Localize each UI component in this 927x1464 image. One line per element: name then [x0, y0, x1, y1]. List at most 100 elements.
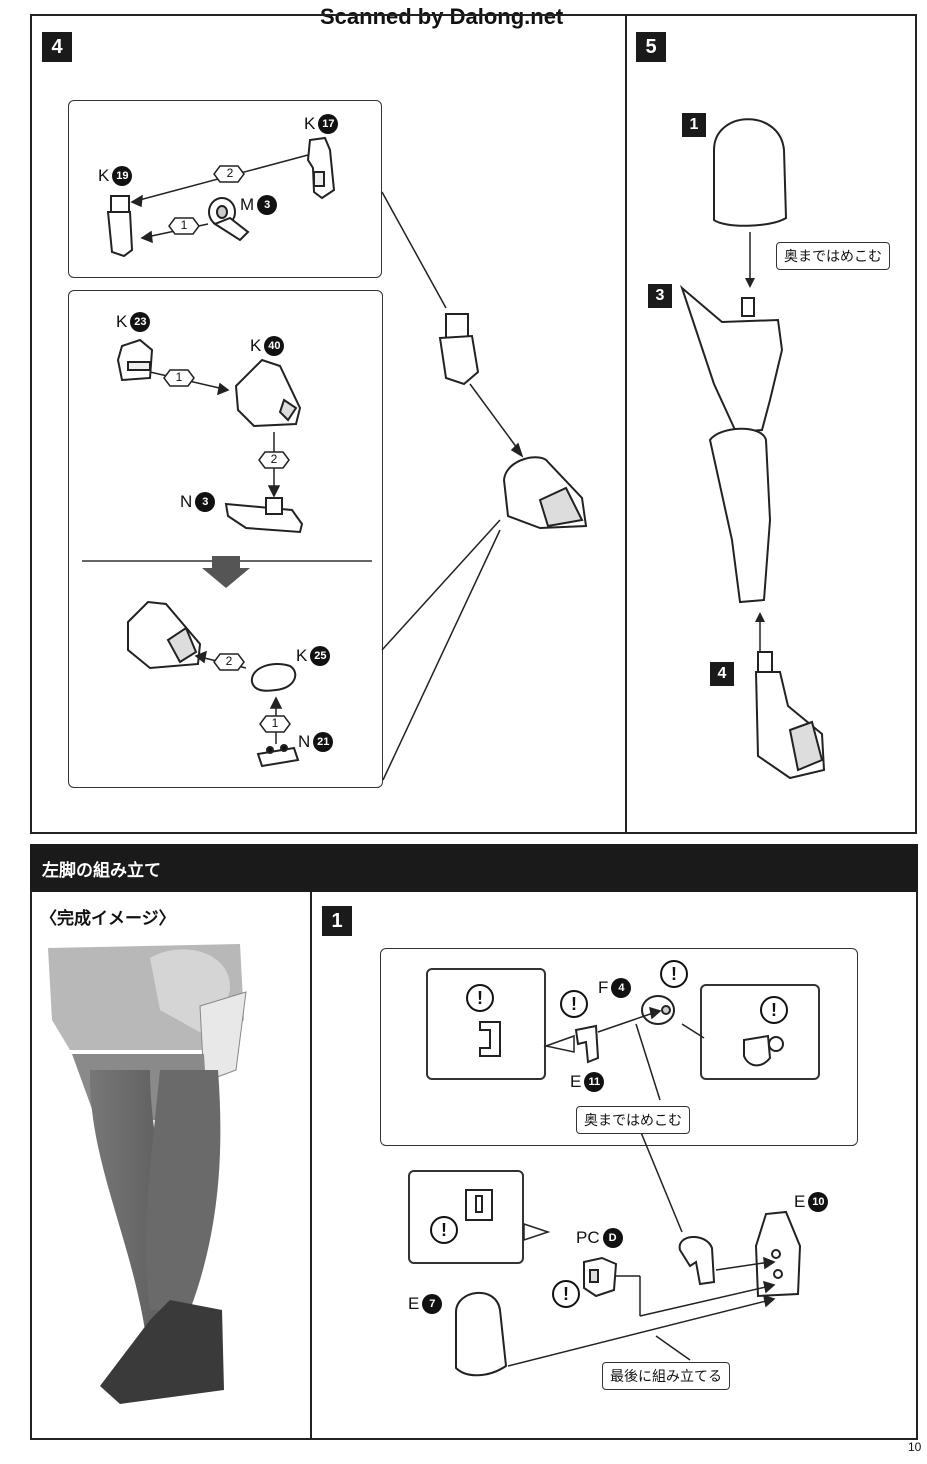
label-pcd: PC D [576, 1228, 623, 1248]
part-letter: E [570, 1072, 582, 1091]
label-e10: E 10 [794, 1192, 829, 1212]
order-marker-2-top [213, 165, 245, 183]
part-letter: E [408, 1294, 420, 1313]
part-e11-drawing [574, 1024, 600, 1064]
caution-slot-icon: ! [466, 984, 494, 1012]
part-number: 17 [318, 114, 339, 134]
left-leg-divider [310, 892, 312, 1438]
step4-badge: 4 [42, 32, 72, 62]
part-n21-drawing [256, 744, 300, 768]
label-k17: K 17 [304, 114, 339, 134]
left-leg-section-title: 左脚の組み立て [30, 844, 918, 892]
part-letter: N [298, 732, 311, 751]
part-number: 10 [808, 1192, 829, 1212]
part-m3-drawing [208, 197, 250, 242]
label-k25: K 25 [296, 646, 331, 666]
left-leg-step1-badge: 1 [322, 906, 352, 936]
pc-slot-drawing [465, 1189, 493, 1221]
order-marker-1-top [168, 217, 200, 235]
part-letter: M [240, 195, 255, 214]
order-marker-1-bottom [163, 369, 195, 387]
part-number: 4 [611, 978, 632, 998]
step5-frame [625, 14, 917, 834]
down-arrow-drawing [202, 556, 250, 588]
part-letter: K [296, 646, 308, 665]
caution-pcd-icon: ! [552, 1280, 580, 1308]
part-k19-drawing [106, 195, 134, 258]
part-k17-drawing [306, 136, 336, 200]
slot-drawing [479, 1021, 501, 1057]
label-m3: M 3 [240, 195, 278, 215]
ankle-joint-drawing [438, 313, 480, 386]
part-number: 21 [313, 732, 334, 752]
page-number: 10 [908, 1440, 922, 1454]
part-k23-drawing [116, 338, 154, 382]
boot-drawing [754, 651, 826, 780]
part-e7-drawing [455, 1292, 508, 1377]
part-letter: PC [576, 1228, 600, 1247]
leg-drawing [679, 284, 784, 604]
part-letter: N [180, 492, 193, 511]
part-number: D [602, 1228, 623, 1248]
label-n21: N 21 [298, 732, 334, 752]
label-f4: F 4 [598, 978, 632, 998]
part-letter: E [794, 1192, 806, 1211]
part-number: 23 [130, 312, 151, 332]
part-number: 40 [264, 336, 285, 356]
label-k40: K 40 [250, 336, 285, 356]
order-num-1-top: 1 [180, 218, 188, 232]
part-number: 3 [257, 195, 278, 215]
order-marker-2-bottom [258, 451, 290, 469]
part-k40-drawing [234, 358, 302, 428]
joint-callout-drawing [743, 1034, 784, 1067]
label-e11: E 11 [570, 1072, 605, 1092]
order-marker-1-final [259, 715, 291, 733]
assembled-shoe-drawing [127, 600, 202, 670]
complete-image-label: 〈完成イメージ〉 [40, 909, 176, 929]
note-assemble-last: 最後に組み立てる [602, 1362, 730, 1390]
part-n3-drawing [224, 497, 304, 534]
label-k23: K 23 [116, 312, 151, 332]
step5-note-insert: 奥まではめこむ [776, 242, 890, 270]
thigh-cap-drawing [713, 118, 788, 227]
note-insert-fully: 奥まではめこむ [576, 1106, 690, 1134]
callout-joint-box [700, 984, 820, 1080]
step5-sub-badge-1: 1 [682, 113, 706, 137]
order-num-1-final: 1 [271, 716, 279, 730]
caution-f4-icon: ! [660, 960, 688, 988]
label-e7: E 7 [408, 1294, 443, 1314]
part-letter: K [98, 166, 110, 185]
label-k19: K 19 [98, 166, 133, 186]
part-number: 3 [195, 492, 216, 512]
scan-credit: Scanned by Dalong.net [320, 4, 564, 29]
order-marker-2-final [213, 653, 245, 671]
order-num-2-bottom: 2 [270, 452, 278, 466]
caution-pc-slot-icon: ! [430, 1216, 458, 1244]
part-number: 19 [112, 166, 133, 186]
part-e10-drawing [754, 1210, 802, 1298]
part-letter: K [116, 312, 128, 331]
step5-badge: 5 [636, 32, 666, 62]
caution-joint-icon: ! [760, 996, 788, 1024]
part-letter: F [598, 978, 609, 997]
part-letter: K [250, 336, 262, 355]
step5-sub-badge-3: 3 [648, 284, 672, 308]
part-k25-drawing [250, 663, 297, 692]
order-num-2-final: 2 [225, 654, 233, 668]
part-number: 11 [584, 1072, 605, 1092]
part-letter: K [304, 114, 316, 133]
order-num-2-top: 2 [226, 166, 234, 180]
step5-sub-badge-4: 4 [710, 662, 734, 686]
part-number: 25 [310, 646, 331, 666]
label-n3: N 3 [180, 492, 216, 512]
joint-piece-drawing [678, 1236, 716, 1286]
left-leg-frame [30, 890, 918, 1440]
part-pcd-drawing [583, 1256, 618, 1298]
order-num-1-bottom: 1 [175, 370, 183, 384]
shoe-drawing [502, 456, 588, 530]
caution-e11-icon: ! [560, 990, 588, 1018]
